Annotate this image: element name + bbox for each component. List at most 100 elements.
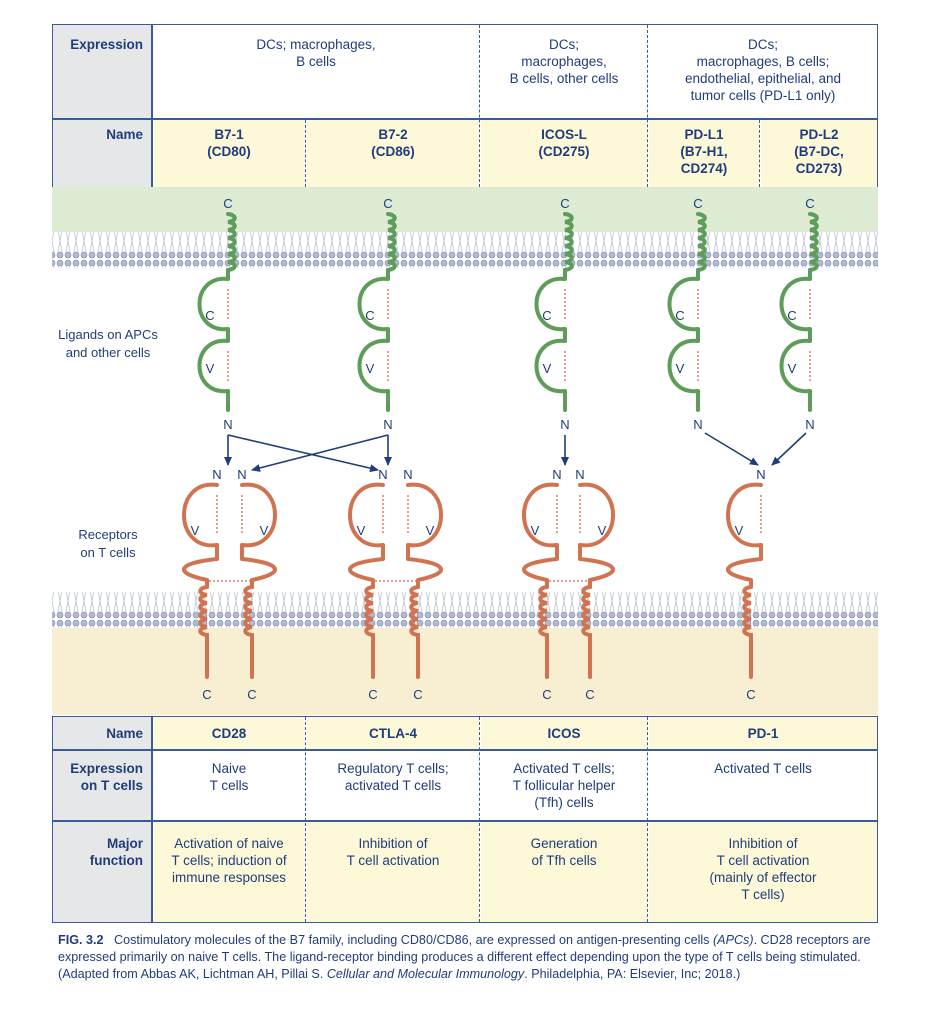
receptor-v-domain-label: V: [260, 523, 269, 538]
name-pd-l2: PD-L2 (B7-DC, CD273): [761, 120, 877, 188]
name-icos-l: ICOS-L (CD275): [481, 120, 647, 188]
receptor-transmembrane-coil: [364, 585, 375, 679]
expression-pd-l: DCs; macrophages, B cells; endothelial, …: [649, 25, 877, 119]
col-divider: [305, 717, 306, 922]
receptor-transmembrane-coil: [581, 585, 592, 679]
col-divider: [151, 717, 153, 922]
binding-arrow: [704, 432, 759, 466]
receptor-extracellular: [726, 482, 763, 589]
ligands-label-line1: Ligands on APCs: [58, 327, 158, 342]
receptor-c-terminus: C: [247, 687, 256, 702]
receptor-n-terminus: N: [237, 467, 246, 482]
apc-cytoplasm-band: [52, 187, 878, 232]
col-divider: [647, 717, 648, 922]
caption-apcs: (APCs): [712, 933, 754, 947]
row-divider: [53, 118, 877, 120]
t-cell-membrane: [52, 592, 878, 628]
ligand-n-terminus: N: [223, 417, 232, 432]
receptor-c-terminus: C: [413, 687, 422, 702]
receptor-extracellular: [522, 482, 559, 589]
receptor-pd-1: NVC: [726, 467, 766, 702]
receptor-extracellular: [182, 482, 219, 589]
receptor-v-domain-label: V: [191, 523, 200, 538]
ligand-c-domain-label: C: [205, 308, 214, 323]
ligand-c-terminus: C: [223, 196, 232, 211]
expression-icos-l: DCs; macrophages, B cells, other cells: [481, 25, 647, 119]
ligand-v-domain-label: V: [676, 361, 685, 376]
receptor-n-terminus: N: [212, 467, 221, 482]
receptor-dimer-1: N V C N V C: [182, 467, 277, 702]
ligand-domains: [197, 268, 230, 412]
ligand-n-terminus: N: [383, 417, 392, 432]
ligand-2: C C V N: [357, 196, 397, 432]
name-header: Name: [53, 120, 151, 188]
ligand-domains: [667, 268, 700, 412]
ligand-c-terminus: C: [383, 196, 392, 211]
receptor-n-terminus: N: [552, 467, 561, 482]
receptor-transmembrane-coil: [243, 585, 254, 679]
receptor-v-domain-label: V: [735, 523, 744, 538]
ligand-v-domain-label: V: [206, 361, 215, 376]
binding-arrow: [251, 434, 389, 472]
function-cd28: Activation of naive T cells; induction o…: [153, 821, 305, 922]
ligand-n-terminus: N: [560, 417, 569, 432]
expression-pd-1: Activated T cells: [649, 750, 877, 820]
binding-arrow: [227, 434, 379, 473]
receptor-transmembrane-coil: [198, 585, 209, 679]
receptors-label: Receptors on T cells: [78, 527, 138, 560]
row-divider: [53, 749, 877, 751]
col-divider: [479, 717, 480, 922]
ligand-c-terminus: C: [693, 196, 702, 211]
col-divider: [479, 25, 480, 187]
col-divider: [647, 25, 648, 187]
receptor-c-terminus: C: [542, 687, 551, 702]
ligand-c-domain-label: C: [675, 308, 684, 323]
expression-on-t-cells-header: Expression on T cells: [53, 750, 151, 820]
receptor-extracellular: [240, 482, 277, 589]
col-divider: [305, 120, 306, 187]
ligand-transmembrane-coil: [563, 212, 574, 272]
ligand-c-domain-label: C: [787, 308, 796, 323]
ligand-v-domain-label: V: [543, 361, 552, 376]
receptor-n-terminus: N: [403, 467, 412, 482]
receptor-c-terminus: C: [202, 687, 211, 702]
apc-membrane: [52, 232, 878, 268]
expression-b7-cd80-cd86: DCs; macrophages, B cells: [153, 25, 479, 119]
receptor-n-terminus: N: [575, 467, 584, 482]
ligand-transmembrane-coil: [808, 212, 819, 272]
ligand-transmembrane-coil: [226, 212, 237, 272]
receptor-v-domain-label: V: [357, 523, 366, 538]
ligand-c-domain-label: C: [542, 308, 551, 323]
col-divider: [151, 25, 153, 187]
receptor-transmembrane-coil: [742, 585, 753, 679]
caption-book-title: Cellular and Molecular Immunology: [326, 967, 525, 981]
receptors-label-line2: on T cells: [80, 545, 136, 560]
ligand-domains: [779, 268, 812, 412]
caption-text-2: . CD28 receptors are expressed primarily…: [58, 933, 871, 981]
ligand-n-terminus: N: [805, 417, 814, 432]
caption-text-3: . Philadelphia, PA: Elsevier, Inc; 2018.…: [524, 967, 741, 981]
expression-cd28: Naive T cells: [153, 750, 305, 820]
receptor-v-domain-label: V: [598, 523, 607, 538]
receptors-label-line1: Receptors: [78, 527, 138, 542]
ligand-transmembrane-coil: [386, 212, 397, 272]
receptor-n-terminus: N: [378, 467, 387, 482]
binding-arrows: [224, 432, 807, 473]
figure-caption: FIG. 3.2 Costimulatory molecules of the …: [58, 932, 888, 983]
ligand-v-domain-label: V: [366, 361, 375, 376]
name-ctla-4: CTLA-4: [307, 717, 479, 749]
ligand-c-domain-label: C: [365, 308, 374, 323]
receptor-transmembrane-coil: [538, 585, 549, 679]
receptor-c-terminus: C: [585, 687, 594, 702]
expression-header: Expression: [53, 25, 151, 119]
receptor-c-terminus: C: [368, 687, 377, 702]
name-header: Name: [53, 717, 151, 749]
row-divider: [53, 820, 877, 822]
